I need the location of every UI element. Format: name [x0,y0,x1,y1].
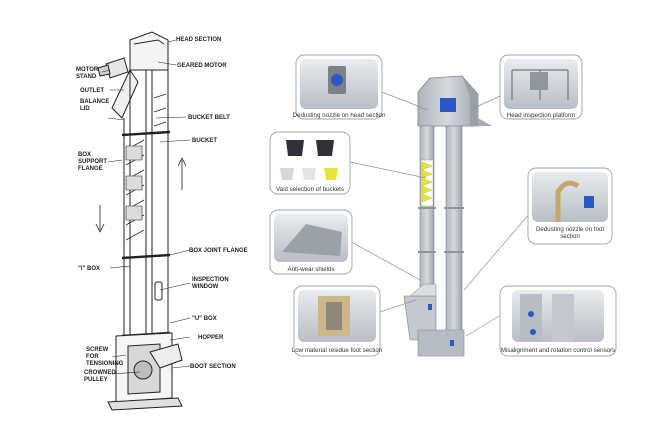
inset-head-platform: Head inspection platform [499,54,583,120]
label-geared-motor: GEARED MOTOR [177,63,227,69]
inset-buckets: Vast selection of buckets [269,131,351,195]
inset-residue-foot: Low material residue foot section [292,285,383,357]
caption-sensors: Misalignment and rotation control sensor… [501,347,616,354]
caption-residue-foot: Low material residue foot section [292,347,383,354]
label-bucket-belt: BUCKET BELT [188,115,230,121]
label-bucket: BUCKET [192,138,217,144]
caption-dedusting-head: Dedusting nozzle on head section [293,112,386,119]
left-line-drawing [95,31,191,411]
label-i-box: "I" BOX [78,266,100,272]
right-elevator-model [347,75,537,357]
caption-anti-wear: Anti-wear shields [287,266,334,273]
caption-head-platform: Head inspection platform [507,112,575,119]
inset-anti-wear: Anti-wear shields [269,209,353,275]
label-box-joint-flange: BOX JOINT FLANGE [189,248,248,254]
caption-buckets: Vast selection of buckets [276,186,344,193]
label-outlet: OUTLET [80,88,104,94]
head-motor-blue [440,98,456,112]
inset-sensors: Misalignment and rotation control sensor… [499,285,617,357]
label-head-section: HEAD SECTION [176,37,221,43]
label-hopper: HOPPER [198,335,224,341]
inset-dedusting-head: Dedusting nozzle on head section [293,54,386,120]
yellow-buckets [421,161,433,203]
label-u-box: "U" BOX [192,316,217,322]
label-boot-section: BOOT SECTION [190,364,236,370]
